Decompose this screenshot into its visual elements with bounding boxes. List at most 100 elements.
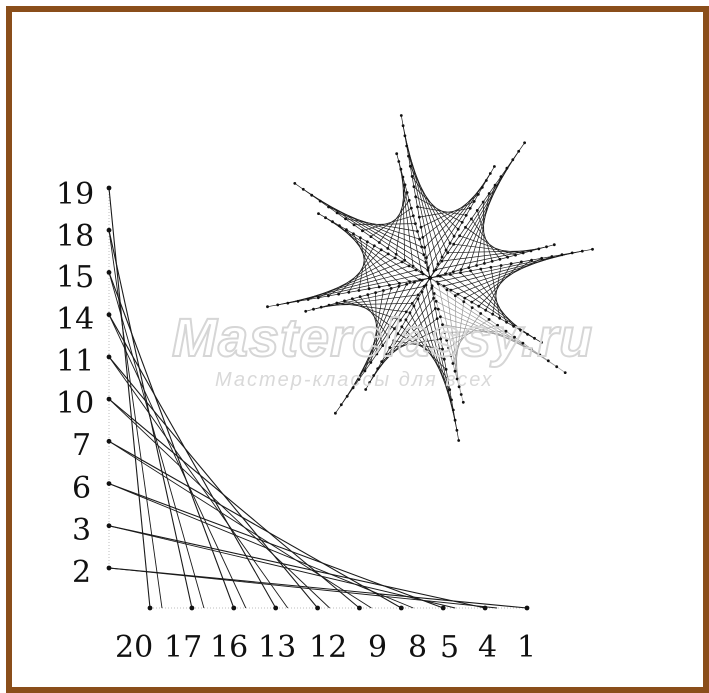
pinwheel-pin xyxy=(483,262,486,265)
pinwheel-pin xyxy=(458,234,461,237)
pinwheel-pin xyxy=(461,221,464,224)
h-label-20: 20 xyxy=(115,630,153,665)
corner-pin xyxy=(273,606,278,611)
pinwheel-pin xyxy=(388,284,391,287)
pinwheel-pin xyxy=(412,265,415,268)
pinwheel-pin xyxy=(324,216,327,219)
pinwheel-pin xyxy=(344,217,347,220)
pinwheel-pin xyxy=(310,194,313,197)
pinwheel-pin xyxy=(523,141,526,144)
pinwheel-thread xyxy=(354,224,415,225)
pinwheel-pin xyxy=(423,246,426,249)
pinwheel-pin xyxy=(459,271,462,274)
pinwheel-pin xyxy=(467,266,470,269)
pinwheel-pin xyxy=(413,185,416,188)
pinwheel-pin xyxy=(463,297,466,300)
pinwheel-pin xyxy=(408,265,411,268)
pinwheel-pin xyxy=(400,168,403,171)
pinwheel-pin xyxy=(450,289,453,292)
corner-thread xyxy=(109,441,371,608)
pinwheel-thread xyxy=(403,126,434,271)
pinwheel-pin xyxy=(435,300,438,303)
pinwheel-pin xyxy=(520,261,523,264)
v-label-7: 7 xyxy=(72,428,91,463)
pinwheel-pin xyxy=(545,245,548,248)
pinwheel-pin xyxy=(449,273,452,276)
pinwheel-pin xyxy=(402,124,405,127)
pinwheel-pin xyxy=(425,256,428,259)
pinwheel-string-art xyxy=(266,114,594,442)
corner-thread xyxy=(109,230,162,608)
pinwheel-thread xyxy=(278,274,423,305)
pinwheel-pin xyxy=(397,160,400,163)
pinwheel-pin xyxy=(409,165,412,168)
v-label-14: 14 xyxy=(56,302,94,337)
pinwheel-pin xyxy=(470,218,473,221)
pinwheel-pin xyxy=(297,300,300,303)
corner-pin xyxy=(107,439,112,444)
pinwheel-pin xyxy=(334,412,337,415)
pinwheel-pin xyxy=(551,255,554,258)
pinwheel-pin xyxy=(553,243,556,246)
pinwheel-pin xyxy=(482,201,485,204)
horizontal-axis-labels: 20 17 16 13 12 9 8 5 4 1 xyxy=(115,630,536,665)
h-label-16: 16 xyxy=(210,630,248,665)
pinwheel-pin xyxy=(394,257,397,260)
pinwheel-pin xyxy=(424,261,427,264)
pinwheel-pin xyxy=(327,295,330,298)
pinwheel-pin xyxy=(476,209,479,212)
pinwheel-pin xyxy=(488,192,491,195)
pinwheel-pin xyxy=(361,229,364,232)
pinwheel-thread xyxy=(437,251,582,282)
pinwheel-pin xyxy=(387,253,390,256)
pinwheel-pin xyxy=(414,195,417,198)
pinwheel-pin xyxy=(417,298,420,301)
pinwheel-pin xyxy=(457,228,460,231)
pinwheel-pin xyxy=(386,247,389,250)
pinwheel-pin xyxy=(449,242,452,245)
pinwheel-pin xyxy=(317,296,320,299)
pinwheel-pin xyxy=(346,395,349,398)
pinwheel-pin xyxy=(398,282,401,285)
pinwheel-pin xyxy=(368,287,371,290)
pinwheel-pin xyxy=(423,285,426,288)
pinwheel-pin xyxy=(328,304,331,307)
corner-pin xyxy=(231,606,236,611)
pinwheel-pin xyxy=(351,297,354,300)
pinwheel-pin xyxy=(427,269,430,272)
pinwheel-pin xyxy=(410,207,413,210)
corner-thread xyxy=(109,357,318,608)
pinwheel-pin xyxy=(437,283,440,286)
pinwheel-pin xyxy=(500,264,503,267)
corner-pin xyxy=(399,606,404,611)
pinwheel-pin xyxy=(435,268,438,271)
pinwheel-pin xyxy=(506,167,509,170)
pinwheel-pin xyxy=(416,206,419,209)
pinwheel-pin xyxy=(430,287,433,290)
pinwheel-pin xyxy=(452,270,455,273)
pinwheel-pin xyxy=(564,371,567,374)
corner-thread xyxy=(109,568,497,608)
pinwheel-pin xyxy=(370,235,373,238)
corner-pin xyxy=(107,228,112,233)
pinwheel-pin xyxy=(445,249,448,252)
pinwheel-pin xyxy=(406,191,409,194)
pinwheel-pin xyxy=(453,235,456,238)
pinwheel-pin xyxy=(338,224,341,227)
pinwheel-pin xyxy=(420,246,423,249)
corner-pin xyxy=(315,606,320,611)
h-label-13: 13 xyxy=(258,630,296,665)
pinwheel-pin xyxy=(345,228,348,231)
h-label-9: 9 xyxy=(368,630,387,665)
pinwheel-pin xyxy=(302,188,305,191)
corner-pin xyxy=(483,606,488,611)
pinwheel-pin xyxy=(414,222,417,225)
pinwheel-pin xyxy=(479,268,482,271)
pinwheel-pin xyxy=(469,269,472,272)
pinwheel-pin xyxy=(408,280,411,283)
pinwheel-pin xyxy=(481,186,484,189)
pinwheel-pin xyxy=(457,439,460,442)
pinwheel-thread xyxy=(483,202,484,263)
pinwheel-pin xyxy=(317,212,320,215)
